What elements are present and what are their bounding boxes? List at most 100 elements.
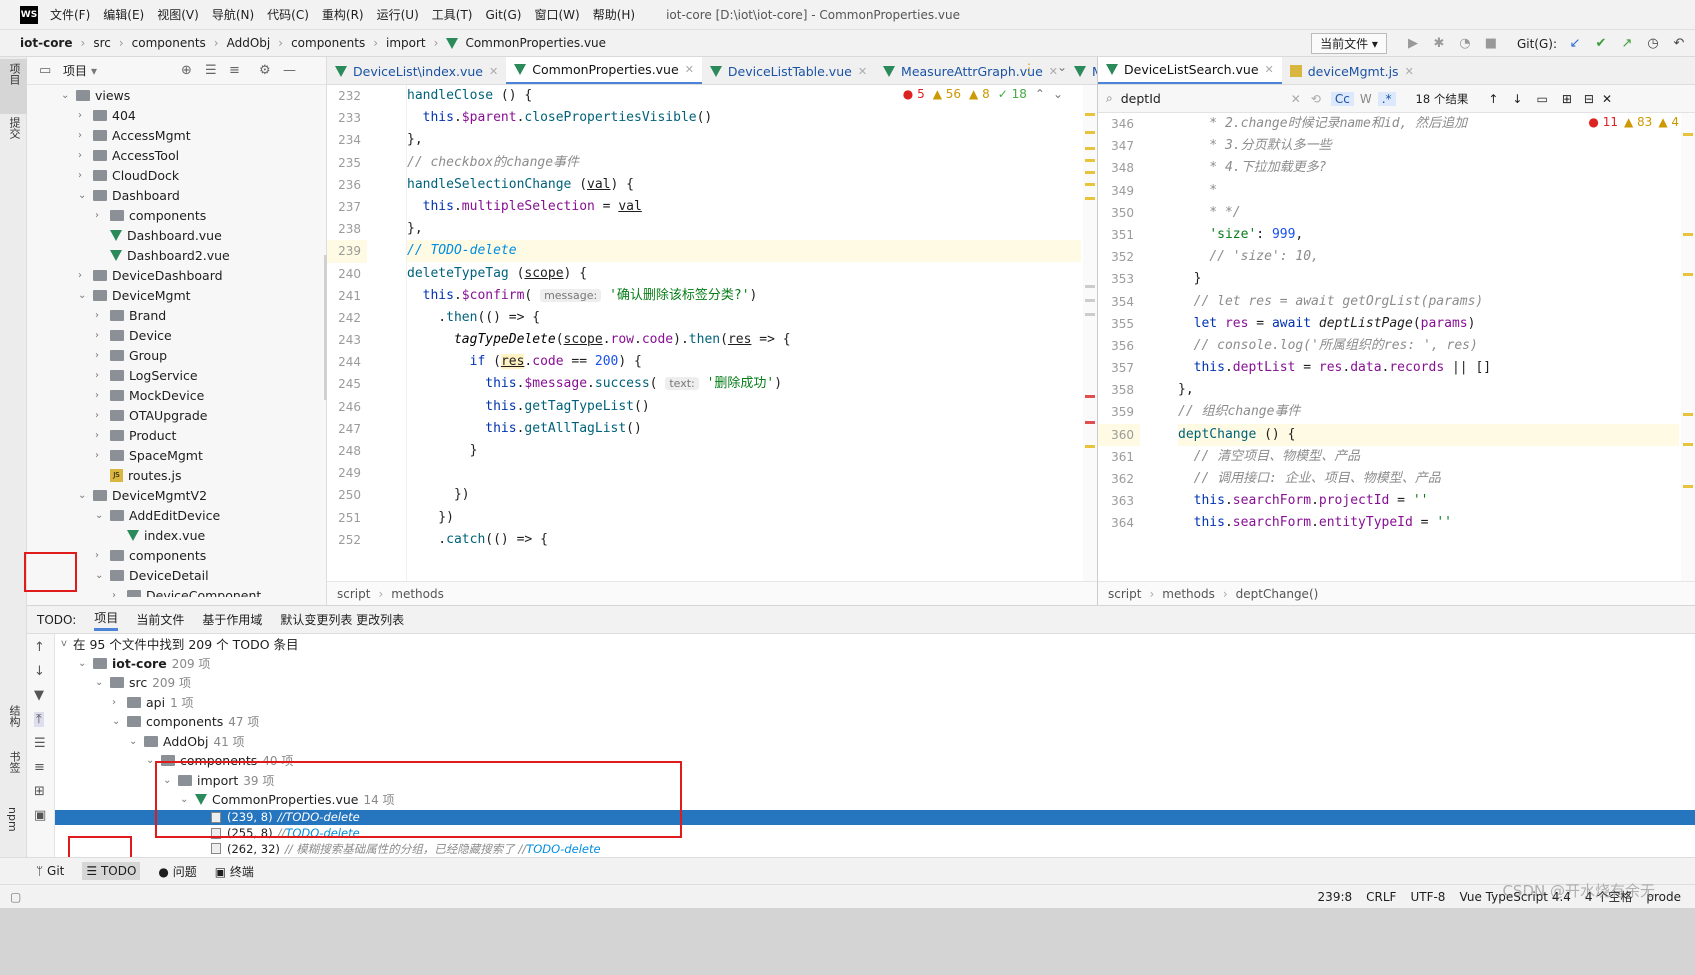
chevron-down-icon[interactable]: ▾	[91, 63, 98, 78]
project-tree-item[interactable]: ›Group	[27, 345, 326, 365]
project-tree-item[interactable]: ›AccessMgmt	[27, 125, 326, 145]
project-tree-item[interactable]: ⌄AddEditDevice	[27, 505, 326, 525]
code-area-split[interactable]: * 2.change时候记录name和id, 然后追加 * 3.分页默认多一些 …	[1178, 113, 1679, 581]
project-tree-item[interactable]: ›Product	[27, 425, 326, 445]
chevron-icon[interactable]: ⌄	[95, 509, 104, 521]
chevron-icon[interactable]: ›	[112, 589, 116, 598]
breadcrumb-methods[interactable]: methods	[391, 586, 444, 601]
project-tree-item[interactable]: index.vue	[27, 525, 326, 545]
line-number[interactable]: 241	[338, 288, 361, 303]
code-area[interactable]: handleClose () { this.$parent.closePrope…	[407, 85, 1081, 581]
history-icon[interactable]: ⟲	[1310, 91, 1321, 106]
tab-scope[interactable]: 基于作用域	[202, 613, 263, 627]
language-service[interactable]: Vue TypeScript 4.4	[1459, 889, 1571, 904]
editor-tab[interactable]: MeasureAttrGraph.vue✕	[875, 57, 1066, 84]
line-number[interactable]: 346	[1111, 117, 1134, 131]
chevron-down-icon[interactable]: ⌄	[1056, 60, 1067, 74]
chevron-icon[interactable]: ›	[95, 549, 99, 561]
project-tree-item[interactable]: ›CloudDock	[27, 165, 326, 185]
line-number[interactable]: 236	[338, 177, 361, 192]
git-push-icon[interactable]: ↗	[1621, 36, 1633, 51]
editor-tab[interactable]: DeviceList\index.vue✕	[327, 57, 506, 84]
chevron-icon[interactable]: ›	[95, 309, 99, 321]
expand-all-icon[interactable]: ☰	[34, 736, 46, 751]
hide-icon[interactable]: —	[283, 63, 296, 78]
line-number[interactable]: 244	[338, 355, 361, 370]
tab-changelist[interactable]: 默认变更列表 更改列表	[280, 613, 405, 627]
chevron-icon[interactable]: ›	[78, 169, 82, 181]
menu-refactor[interactable]: 重构(R)	[321, 8, 364, 22]
line-number[interactable]: 361	[1111, 449, 1134, 464]
arrow-down-icon[interactable]: ↓	[1512, 91, 1523, 106]
layout-icon[interactable]: ▢	[10, 889, 22, 904]
todo-item[interactable]: (262, 32)// 模糊搜索基础属性的分组，已经隐藏搜索了 // TODO-…	[55, 841, 1695, 857]
project-tree-item[interactable]: ⌄Dashboard	[27, 185, 326, 205]
project-tree-item[interactable]: ›DeviceDashboard	[27, 265, 326, 285]
arrow-down-icon[interactable]: ↓	[34, 664, 45, 679]
debug-icon[interactable]: ✱	[1433, 36, 1445, 51]
inspection-widget-split[interactable]: ● 11 ▲ 83 ▲ 4	[1588, 115, 1679, 129]
line-number[interactable]: 360	[1098, 423, 1140, 446]
editor-tab[interactable]: deviceMgmt.js✕	[1282, 57, 1422, 84]
npm-tool-label[interactable]: npm	[6, 807, 19, 832]
line-number[interactable]: 238	[338, 222, 361, 237]
error-stripe[interactable]	[1083, 85, 1097, 581]
line-number[interactable]: 250	[338, 488, 361, 503]
project-tree-item[interactable]: Dashboard2.vue	[27, 245, 326, 265]
words-toggle[interactable]: W	[1359, 91, 1372, 106]
line-number[interactable]: 242	[338, 310, 361, 325]
line-number[interactable]: 353	[1111, 272, 1134, 287]
line-number[interactable]: 358	[1111, 383, 1134, 398]
line-number[interactable]: 362	[1111, 472, 1134, 486]
line-number[interactable]: 246	[338, 399, 361, 414]
search-input[interactable]: deptId	[1120, 91, 1161, 106]
crumb-import[interactable]: import	[386, 36, 426, 50]
git-update-icon[interactable]: ↙	[1569, 36, 1581, 51]
line-number[interactable]: 247	[338, 421, 361, 436]
project-tree-item[interactable]: ›Device	[27, 325, 326, 345]
project-tree-item[interactable]: ›SpaceMgmt	[27, 445, 326, 465]
close-icon[interactable]: ✕	[1264, 63, 1274, 76]
group-icon[interactable]: ⊞	[34, 784, 45, 799]
editor-tab[interactable]: Measure	[1066, 57, 1097, 84]
rollback-icon[interactable]: ↶	[1673, 36, 1685, 51]
project-tree-item[interactable]: ⌄DeviceMgmtV2	[27, 485, 326, 505]
arrow-up-icon[interactable]: ↑	[1488, 91, 1499, 106]
run-icon[interactable]: ▶	[1407, 36, 1418, 51]
menu-window[interactable]: 窗口(W)	[534, 8, 580, 22]
menu-run[interactable]: 运行(U)	[376, 8, 419, 22]
menu-tools[interactable]: 工具(T)	[431, 8, 473, 22]
project-tree-item[interactable]: ›Brand	[27, 305, 326, 325]
line-number[interactable]: 251	[338, 510, 361, 525]
project-tree-item[interactable]: ›LogService	[27, 365, 326, 385]
filter-icon[interactable]: ⊟	[1583, 91, 1594, 106]
project-tree-item[interactable]: ›404	[27, 105, 326, 125]
clear-icon[interactable]: ✕	[1290, 91, 1301, 106]
chevron-icon[interactable]: ⌄	[78, 489, 87, 501]
tabs-more-icon[interactable]: ⋮	[1023, 61, 1035, 75]
run-config-combo[interactable]: 当前文件 ▾	[1311, 33, 1387, 54]
menu-file[interactable]: 文件(F)	[50, 8, 91, 22]
chevron-icon[interactable]: ⌄	[78, 189, 87, 201]
close-icon[interactable]: ✕	[684, 63, 694, 76]
line-number[interactable]: 356	[1111, 338, 1134, 353]
line-number[interactable]: 355	[1111, 316, 1134, 331]
regex-toggle[interactable]: .*	[1377, 91, 1396, 106]
line-number[interactable]: 233	[338, 111, 361, 126]
menu-edit[interactable]: 编辑(E)	[103, 8, 145, 22]
inspection-widget[interactable]: ● 5 ▲ 56 ▲ 8 ✓ 18 ⌃ ⌄	[898, 85, 1067, 103]
line-number[interactable]: 252	[338, 532, 361, 547]
breadcrumb-deptchange[interactable]: deptChange()	[1235, 586, 1319, 601]
locate-icon[interactable]: ⊕	[181, 63, 192, 78]
line-number[interactable]: 243	[338, 333, 361, 348]
chevron-icon[interactable]: ›	[95, 349, 99, 361]
indent-info[interactable]: 4 个空格	[1584, 890, 1633, 904]
project-tree-item[interactable]: ›components	[27, 545, 326, 565]
line-number[interactable]: 352	[1111, 250, 1134, 265]
line-number[interactable]: 349	[1111, 183, 1134, 198]
